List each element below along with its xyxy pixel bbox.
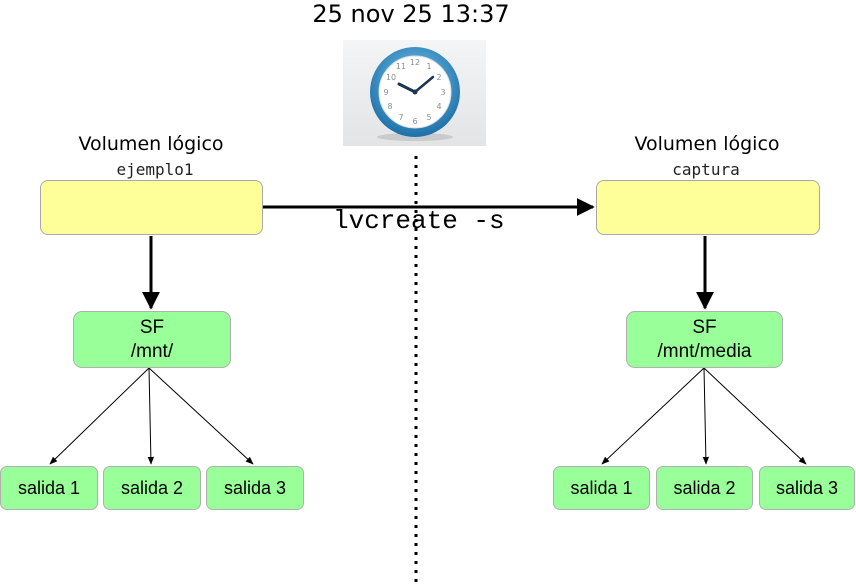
right-fs-to-output-3-arrow: [703, 367, 807, 465]
command-label: lvcreate -s: [333, 206, 505, 236]
svg-text:5: 5: [426, 113, 431, 122]
svg-text:4: 4: [436, 102, 441, 111]
right-volume-box: [596, 180, 820, 235]
svg-text:7: 7: [398, 113, 403, 122]
right-filesystem-box: SF /mnt/media: [626, 311, 783, 368]
right-filesystem-mount: /mnt/media: [657, 340, 752, 362]
left-fs-to-output-1-arrow: [49, 367, 150, 465]
svg-text:2: 2: [436, 73, 441, 82]
right-fs-to-output-1-arrow: [601, 367, 705, 465]
right-filesystem-label: SF: [692, 316, 717, 338]
left-fs-to-output-3-arrow: [148, 367, 254, 465]
svg-text:10: 10: [386, 73, 396, 82]
timestamp: 25 nov 25 13:37: [312, 0, 510, 28]
clock-image: 12 1 2 3 4 5 6 7 8 9 10 11: [343, 40, 486, 146]
svg-text:12: 12: [410, 58, 420, 67]
left-output-3: salida 3: [206, 466, 304, 510]
left-volume-box: [40, 180, 263, 235]
left-output-1: salida 1: [0, 466, 98, 510]
left-filesystem-mount: /mnt/: [130, 340, 174, 362]
left-filesystem-label: SF: [139, 316, 165, 338]
left-volume-name: ejemplo1: [116, 160, 194, 179]
svg-text:6: 6: [412, 117, 417, 126]
svg-text:3: 3: [440, 88, 445, 97]
clock-icon: 12 1 2 3 4 5 6 7 8 9 10 11: [370, 47, 460, 141]
left-output-2: salida 2: [103, 466, 201, 510]
right-output-1: salida 1: [553, 466, 650, 510]
right-volume-title: Volumen lógico: [634, 133, 780, 155]
svg-text:1: 1: [426, 62, 431, 71]
right-volume-name: captura: [672, 160, 740, 179]
left-filesystem-box: SF /mnt/: [73, 311, 231, 368]
right-fs-to-output-2-arrow: [702, 367, 710, 465]
left-volume-title: Volumen lógico: [78, 133, 224, 155]
svg-text:9: 9: [383, 88, 388, 97]
svg-text:8: 8: [387, 102, 392, 111]
svg-text:11: 11: [396, 62, 406, 71]
left-fs-to-output-2-arrow: [147, 367, 155, 465]
right-output-3: salida 3: [759, 466, 855, 510]
right-output-2: salida 2: [656, 466, 753, 510]
